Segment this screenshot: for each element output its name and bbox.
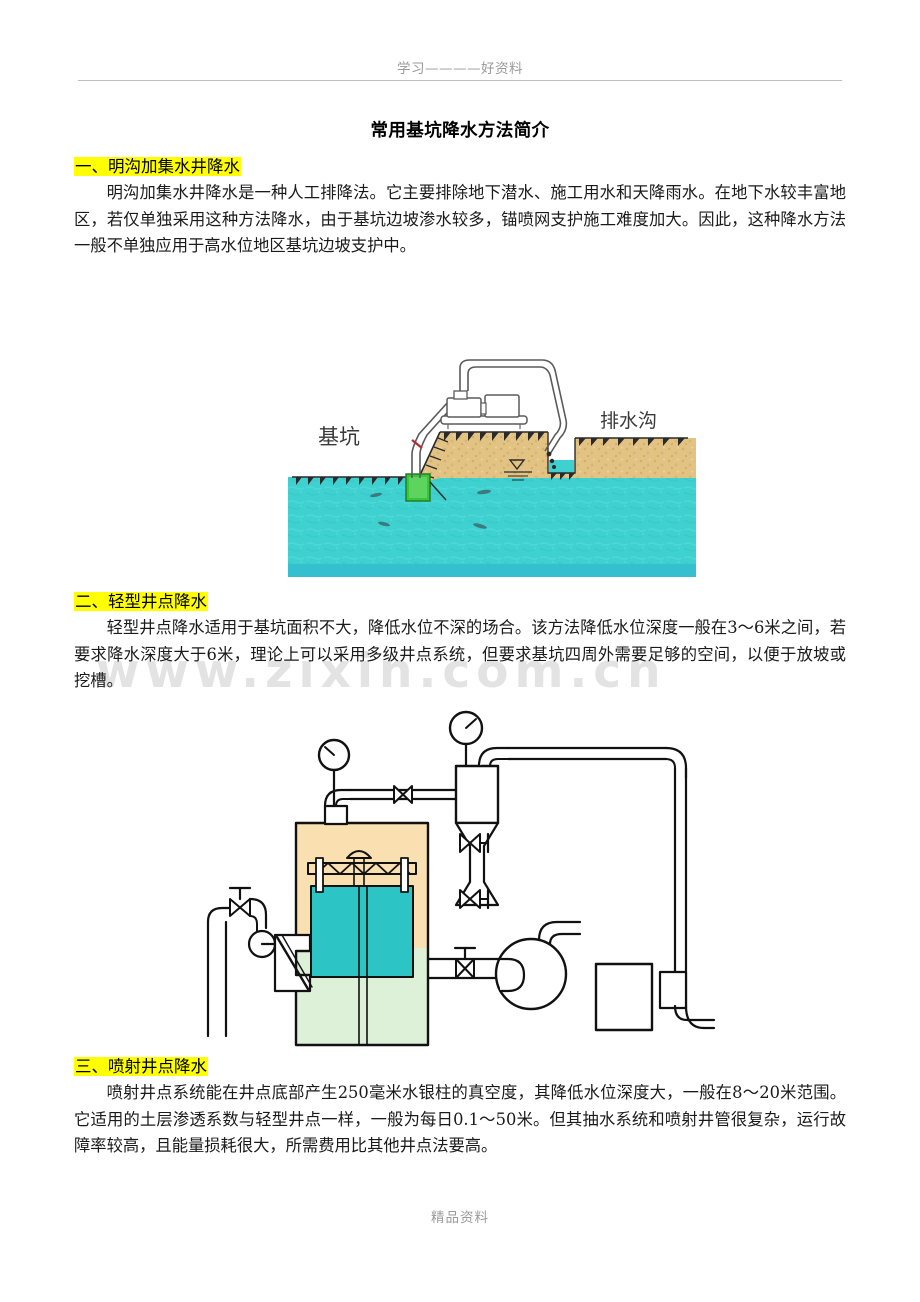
- section-3: 三、喷射井点降水 喷射井点系统能在井点底部产生250毫米水银柱的真空度，其降低水…: [74, 1056, 846, 1159]
- hatch-ticks-right: [579, 438, 685, 446]
- pump-unit: [440, 390, 528, 429]
- tank-top-elbow-outer: [323, 788, 352, 808]
- document-header: 学习————好资料: [0, 58, 920, 77]
- figure-open-ditch-dewatering: 基坑 排水沟: [288, 302, 696, 590]
- tank-nozzle-cap: [346, 850, 372, 859]
- gauge-tank: [317, 738, 351, 808]
- tank-water-fill: [311, 886, 413, 977]
- section-1-body: 明沟加集水井降水是一种人工排降法。它主要排除地下潜水、施工用水和天降雨水。在地下…: [74, 183, 846, 256]
- riser-bottom-elbow-b: [684, 1004, 706, 1030]
- ditch-water: [549, 460, 574, 474]
- hatch-ticks-main: [444, 432, 545, 441]
- section-2-body: 轻型井点降水适用于基坑面积不大，降低水位不深的场合。该方法降低水位深度一般在3～…: [74, 618, 846, 691]
- riser-bottom-elbow-a: [673, 1004, 702, 1022]
- wellpoint-head-box: [594, 962, 654, 1032]
- suction-pipe: [411, 401, 456, 478]
- pump-discharge-upper: [537, 920, 582, 942]
- pipe-joint-marker: [411, 439, 423, 449]
- left-ground-hatch: [296, 477, 404, 485]
- water-table-symbol: [504, 459, 532, 481]
- air-water-separator: [454, 764, 500, 907]
- section-3-heading-text: 三、喷射井点降水: [74, 1057, 208, 1076]
- tank-water-outline: [310, 885, 414, 978]
- discharge-pipe: [459, 359, 568, 455]
- header-text: 学习————好资料: [397, 61, 523, 77]
- section-2: 二、轻型井点降水 轻型井点降水适用于基坑面积不大，降低水位不深的场合。该方法降低…: [74, 591, 846, 694]
- wellpoint-connector-box: [658, 970, 688, 1010]
- open-ditch-diagram-svg: 基坑 排水沟: [288, 302, 696, 590]
- guide-rod-right: [400, 857, 409, 893]
- water-upper-right: [433, 474, 696, 484]
- tank-top-stub: [323, 804, 349, 826]
- section-2-heading: 二、轻型井点降水: [74, 591, 846, 613]
- figure-bottom-margin: [288, 577, 696, 584]
- section-3-heading: 三、喷射井点降水: [74, 1056, 846, 1078]
- water-debris-marks: [370, 489, 491, 529]
- figure-wellpoint-system: [198, 706, 722, 1054]
- collecting-sump: [405, 473, 447, 502]
- guide-rod-left: [315, 857, 324, 893]
- water-deep-band: [288, 564, 696, 577]
- valve-top-horizontal: [393, 785, 413, 804]
- tank-top-elbow-inner: [335, 798, 351, 807]
- gauge-separator: [448, 710, 484, 768]
- tank-diffuser-deck: [307, 862, 417, 875]
- section-2-heading-text: 二、轻型井点降水: [74, 592, 208, 611]
- section-1-heading-text: 一、明沟加集水井降水: [74, 157, 241, 176]
- water-body: [288, 477, 696, 577]
- header-rule: [78, 80, 842, 81]
- page-title: 常用基坑降水方法简介: [370, 121, 550, 141]
- valve-separator-lower: [459, 888, 490, 910]
- valve-separator-upper: [459, 832, 490, 854]
- valve-pump-suction: [453, 946, 477, 979]
- pump-suction-nozzle: [498, 957, 526, 993]
- left-valve-elbow-b: [249, 915, 258, 933]
- soil-mass: [440, 432, 696, 478]
- separator-top-elbow: [477, 746, 510, 768]
- label-pit: 基坑: [318, 425, 360, 449]
- ditch-bottom-hatch: [551, 473, 575, 480]
- document-footer: 精品资料: [431, 1210, 489, 1226]
- section-3-body: 喷射井点系统能在井点底部产生250毫米水银柱的真空度，其降低水位深度大，一般在8…: [74, 1083, 846, 1156]
- left-downpipe-elbow: [206, 906, 232, 924]
- pump-discharge-lower: [548, 932, 582, 946]
- section-1-heading: 一、明沟加集水井降水: [74, 156, 846, 178]
- section-1: 一、明沟加集水井降水 明沟加集水井降水是一种人工排降法。它主要排除地下潜水、施工…: [74, 156, 846, 259]
- label-drainage-ditch: 排水沟: [600, 410, 657, 432]
- wellpoint-diagram-svg: [198, 706, 722, 1054]
- left-valve-elbow-a: [248, 897, 268, 930]
- discharge-outlet: [546, 451, 556, 469]
